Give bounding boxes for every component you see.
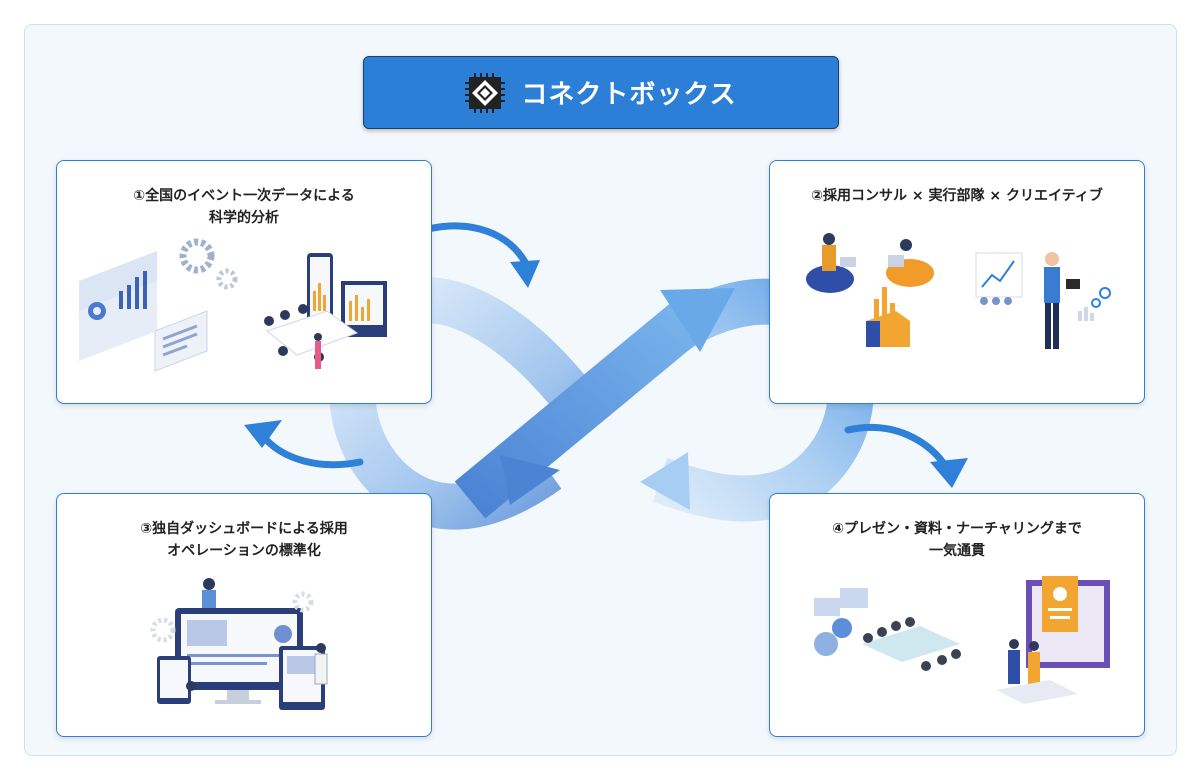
right-lobe-arrowhead (640, 452, 690, 510)
connector-arrow-bottom-left (244, 420, 364, 469)
card-presentation: ④プレゼン・資料・ナーチャリングまで 一気通貫 (769, 493, 1145, 737)
connector-arrow-bottom-right (844, 423, 968, 488)
card-caption-line1: ①全国のイベント一次データによる (133, 188, 355, 204)
title-text: コネクトボックス (521, 80, 737, 110)
card-caption: ①全国のイベント一次データによる 科学的分析 (57, 185, 431, 229)
presentation-illustration (814, 576, 1110, 704)
card-caption-line1: ②採用コンサル × 実行部隊 × クリエイティブ (811, 188, 1103, 204)
crossing-arrowhead (660, 288, 735, 352)
left-lobe-arrowhead (500, 455, 560, 505)
card-caption: ④プレゼン・資料・ナーチャリングまで 一気通貫 (770, 518, 1144, 562)
card-caption: ③独自ダッシュボードによる採用 オペレーションの標準化 (57, 518, 431, 562)
card-analytics: ①全国のイベント一次データによる 科学的分析 (56, 160, 432, 404)
consulting-illustration (806, 233, 1111, 349)
card-caption-line2: オペレーションの標準化 (167, 543, 321, 559)
card-dashboard: ③独自ダッシュボードによる採用 オペレーションの標準化 (56, 493, 432, 737)
card-caption-line1: ③独自ダッシュボードによる採用 (140, 521, 348, 537)
card-caption: ②採用コンサル × 実行部隊 × クリエイティブ (770, 185, 1144, 207)
card-caption-line2: 科学的分析 (209, 210, 279, 226)
card-caption-line2: 一気通貫 (929, 543, 985, 559)
card-caption-line1: ④プレゼン・資料・ナーチャリングまで (832, 521, 1082, 537)
chip-diamond-icon (465, 72, 506, 113)
card-consulting: ②採用コンサル × 実行部隊 × クリエイティブ (769, 160, 1145, 404)
analytics-illustration (79, 238, 387, 372)
dashboard-illustration (150, 578, 328, 710)
title-banner: コネクトボックス (363, 56, 839, 129)
connector-arrow-top-left (414, 222, 540, 288)
